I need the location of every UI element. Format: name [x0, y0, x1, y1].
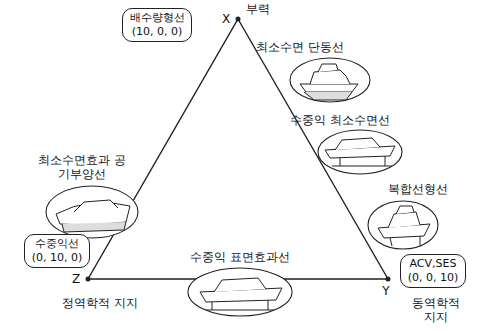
- diagram-label: 정역학적 지지: [62, 296, 138, 310]
- vertex-dot: [236, 17, 241, 22]
- diagram-label: Y: [382, 284, 389, 298]
- ship-ellipse: [188, 268, 292, 316]
- ship-ellipse: [368, 201, 438, 249]
- support-triangle: [88, 19, 388, 279]
- diagram-label: 최소수면 단동선: [256, 40, 344, 54]
- vertex-dot: [386, 277, 391, 282]
- box-text: 배수량형선 (10, 0, 0): [127, 11, 187, 39]
- diagram-label: 복합선형선: [388, 182, 448, 196]
- coefficient-box: 수중익선 (0, 10, 0): [24, 234, 90, 268]
- ship-ellipse: [318, 130, 402, 174]
- diagram-label: 수중익 표면효과선: [190, 250, 290, 264]
- diagram-label: X: [222, 12, 230, 26]
- ship-sketch: [378, 206, 430, 246]
- diagram-label: 수중익 최소수면선: [290, 113, 390, 127]
- ship-ellipse: [46, 186, 138, 238]
- vertex-dot: [86, 277, 91, 282]
- diagram-label: 최소수면효과 공기부양선: [37, 153, 127, 182]
- ship-sketch: [200, 278, 282, 310]
- diagram-label: 부력: [246, 2, 270, 16]
- box-text: 수중익선 (0, 10, 0): [29, 237, 85, 265]
- ship-ellipse: [290, 58, 370, 102]
- coefficient-box: ACV,SES (0, 0, 10): [400, 254, 466, 288]
- box-text: ACV,SES (0, 0, 10): [405, 257, 461, 285]
- diagram-label: Z: [72, 272, 80, 286]
- ship-sketch: [56, 200, 130, 232]
- coefficient-box: 배수량형선 (10, 0, 0): [122, 8, 192, 42]
- diagram-label: 동역학적 지지: [406, 296, 466, 325]
- ship-sketch: [300, 64, 358, 100]
- ship-sketch: [325, 138, 395, 166]
